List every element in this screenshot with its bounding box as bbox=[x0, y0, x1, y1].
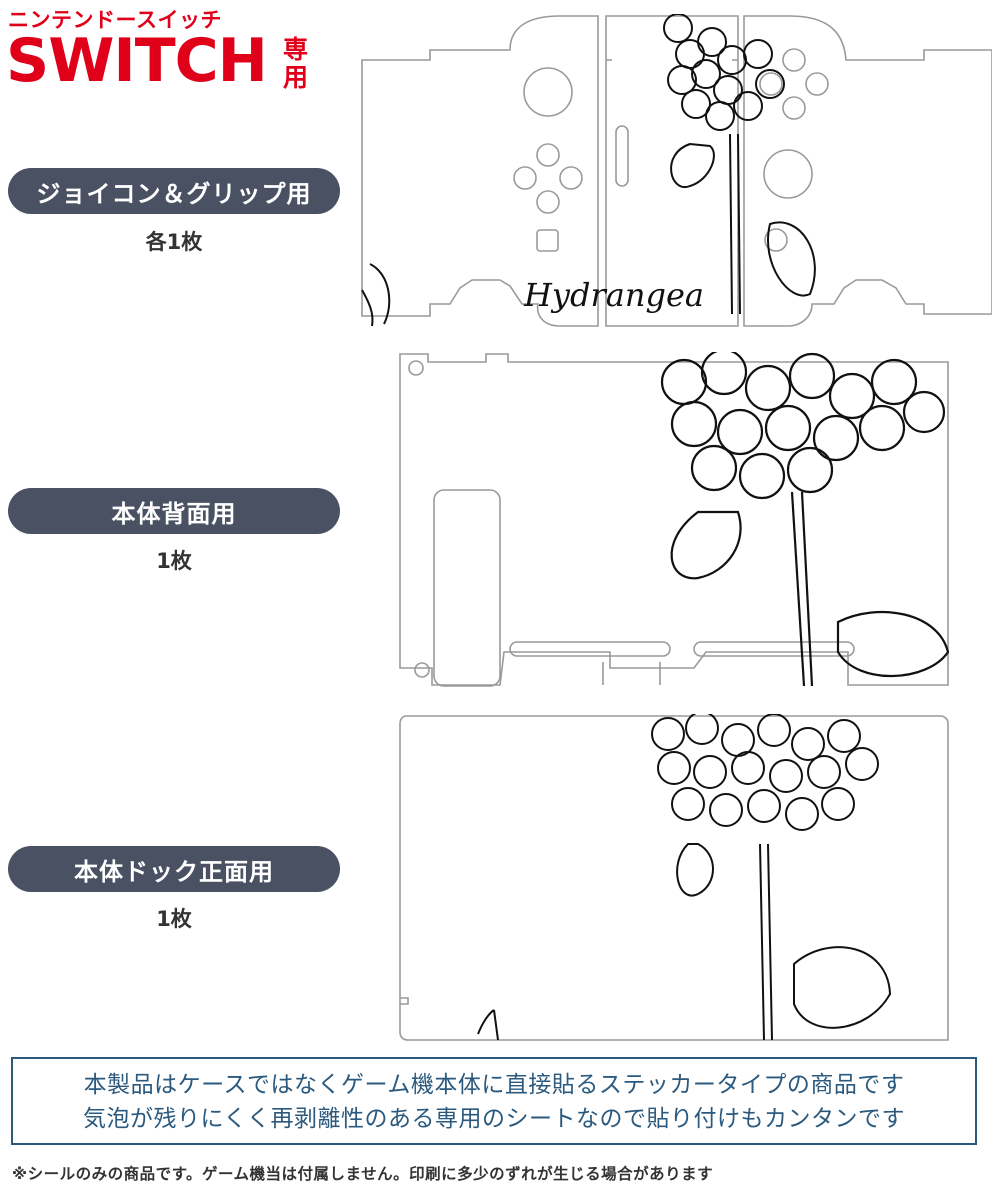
brand-title: SWITCH bbox=[6, 26, 268, 96]
hydrangea-artwork bbox=[361, 14, 816, 327]
joycon-grip-sticker: Hydrangea bbox=[360, 14, 992, 330]
section-label-joycon: ジョイコン＆グリップ用 bbox=[8, 168, 340, 214]
section-qty-dock: 1枚 bbox=[156, 907, 192, 931]
footnote: ※シールのみの商品です。ゲーム機当は付属しません。印刷に多少のずれが生じる場合が… bbox=[12, 1165, 714, 1183]
section-qty-joycon: 各1枚 bbox=[145, 230, 203, 254]
section-label-back: 本体背面用 bbox=[8, 488, 340, 534]
brand-subtitle: ニンテンドースイッチ bbox=[8, 8, 222, 32]
brand-tag: 専用 bbox=[283, 35, 309, 92]
hydrangea-script: Hydrangea bbox=[523, 276, 704, 314]
body-back-sticker bbox=[398, 352, 950, 688]
hydrangea-artwork-dock bbox=[477, 714, 892, 1041]
notice-line-2: 気泡が残りにくく再剥離性のある専用のシートなので貼り付けもカンタンです bbox=[82, 1106, 906, 1132]
dock-front-sticker bbox=[398, 714, 950, 1044]
section-label-dock: 本体ドック正面用 bbox=[8, 846, 340, 892]
notice-line-1: 本製品はケースではなくゲーム機本体に直接貼るステッカータイプの商品です bbox=[83, 1072, 905, 1098]
hydrangea-artwork-back bbox=[660, 352, 950, 687]
section-qty-back: 1枚 bbox=[156, 549, 192, 573]
product-notice-box: 本製品はケースではなくゲーム機本体に直接貼るステッカータイプの商品です 気泡が残… bbox=[11, 1057, 977, 1145]
